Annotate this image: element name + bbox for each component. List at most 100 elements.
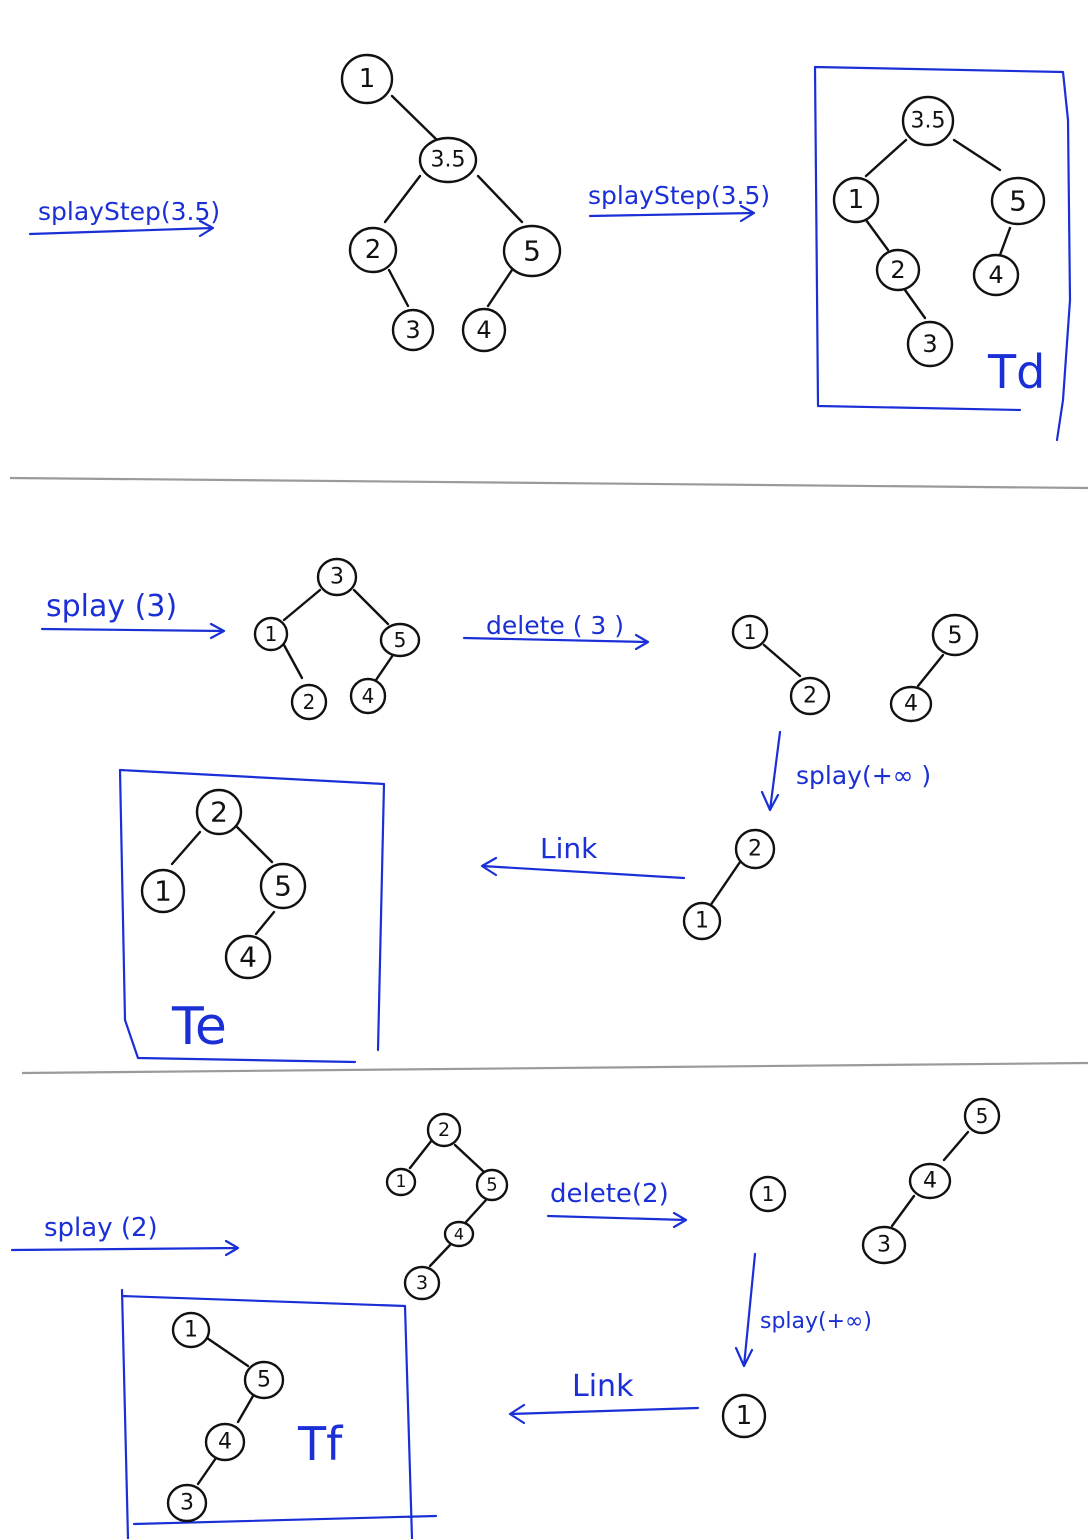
op-splay-inf-2: splay(+∞ ) [796,761,931,790]
tree-b: 3 1 5 2 4 [253,557,421,721]
label-td: Td [987,345,1045,399]
tree-b-node-2: 2 [290,683,328,721]
svg-text:5: 5 [274,870,292,903]
svg-text:1: 1 [359,64,376,94]
svg-text:1: 1 [744,620,757,644]
svg-text:4: 4 [988,261,1003,289]
tree-s3-node-1: 1 [721,1393,767,1439]
svg-text:1: 1 [736,1401,753,1431]
label-tf: Tf [297,1417,344,1471]
section-2: splay (3) 3 1 5 2 4 delete ( 3 ) 1 2 5 4 [40,557,979,1064]
tree-c-node-3: 3 [403,1265,441,1301]
arrow-splay-inf-3 [734,1252,757,1368]
tree-b-node-3: 3 [316,557,358,597]
arrow-splaystep-1 [28,219,215,238]
tree-d-node-3.5: 3.5 [901,95,955,147]
op-link-3: Link [572,1369,634,1404]
tree-r2: 5 4 [889,613,979,723]
tree-l3-node-1: 1 [749,1175,787,1213]
tree-l3: 1 [749,1175,787,1213]
tree-a-node-4: 4 [461,307,507,353]
divider-1 [9,476,1089,490]
op-splaystep-1: splayStep(3.5) [38,197,220,226]
tree-r3-node-5: 5 [963,1097,1001,1135]
svg-text:4: 4 [923,1169,937,1194]
arrow-splay-3 [40,622,226,640]
tree-c: 2 1 5 4 3 [385,1112,509,1301]
tree-c-node-4: 4 [443,1220,475,1248]
tree-e-node-5: 5 [259,862,307,910]
svg-text:2: 2 [210,796,228,829]
svg-text:4: 4 [454,1225,464,1244]
arrow-splay-inf-2 [760,730,782,812]
tree-e-node-2: 2 [195,788,243,836]
tree-e-node-1: 1 [140,868,186,914]
svg-text:2: 2 [748,837,762,862]
op-splay-3: splay (3) [46,589,177,624]
svg-text:5: 5 [486,1175,497,1196]
svg-text:5: 5 [257,1368,271,1393]
tree-e-node-4: 4 [224,934,272,980]
tree-d-node-2: 2 [875,248,921,292]
tree-f-node-4: 4 [204,1422,246,1462]
svg-text:3: 3 [922,330,937,358]
svg-text:3: 3 [330,565,344,590]
svg-text:4: 4 [904,692,918,717]
svg-text:5: 5 [1009,185,1027,218]
tree-a-node-1: 1 [340,53,394,105]
svg-text:3: 3 [405,316,420,344]
tree-s2: 2 1 [682,828,776,941]
tree-f: 1 5 4 3 [166,1311,285,1523]
tree-e: 2 1 5 4 [140,788,307,980]
svg-text:3.5: 3.5 [911,109,946,134]
tree-b-node-5: 5 [379,622,421,658]
tree-r3-node-3: 3 [861,1225,907,1265]
svg-text:4: 4 [362,684,375,708]
op-splay-inf-3: splay(+∞) [760,1309,872,1334]
tree-b-node-4: 4 [349,677,387,715]
arrow-delete-3 [462,633,650,651]
svg-text:2: 2 [890,256,905,284]
divider-2 [21,1061,1089,1075]
svg-text:1: 1 [762,1182,775,1206]
svg-text:3: 3 [180,1491,194,1516]
svg-text:5: 5 [976,1104,989,1128]
arrow-link-2 [480,856,686,880]
tf-box [120,1288,438,1539]
svg-text:3: 3 [416,1272,428,1294]
tree-r3: 5 4 3 [861,1097,1001,1265]
tree-l2: 1 2 [731,614,831,716]
tree-f-node-3: 3 [166,1483,208,1523]
svg-text:1: 1 [695,909,709,934]
label-te: Te [171,997,227,1057]
tree-d-node-1: 1 [832,176,880,224]
tree-a: 1 3.5 2 5 3 4 [340,53,562,353]
tree-s3: 1 [721,1393,767,1439]
tree-a-node-3: 3 [391,308,435,352]
svg-text:5: 5 [394,628,407,652]
svg-text:3: 3 [877,1233,891,1258]
tree-a-node-5: 5 [502,224,562,278]
tree-f-node-5: 5 [243,1360,285,1400]
arrow-splaystep-2 [588,204,756,223]
svg-text:4: 4 [476,316,491,344]
tree-c-node-1: 1 [385,1167,417,1197]
tree-d: 3.5 1 5 2 4 3 [832,95,1046,368]
tree-r3-node-4: 4 [908,1162,952,1200]
tree-s2-node-1: 1 [682,901,722,941]
tree-d-node-4: 4 [972,253,1020,297]
arrow-link-3 [508,1403,700,1425]
tree-f-node-1: 1 [171,1311,211,1349]
tree-c-node-2: 2 [426,1112,462,1148]
arrow-splay-2 [10,1239,240,1257]
tree-b-node-1: 1 [253,616,289,652]
tree-l2-node-1: 1 [731,614,769,650]
svg-text:2: 2 [365,235,382,265]
section-1: splayStep(3.5) 1 3.5 2 5 3 4 splayStep(3… [28,53,1072,442]
section-3: 2 1 5 4 3 splay (2) delete(2) 1 5 4 3 sp… [10,1097,1001,1539]
svg-text:4: 4 [218,1430,232,1455]
svg-text:3.5: 3.5 [431,148,466,173]
svg-text:2: 2 [303,690,316,714]
op-splay-2: splay (2) [44,1213,158,1243]
